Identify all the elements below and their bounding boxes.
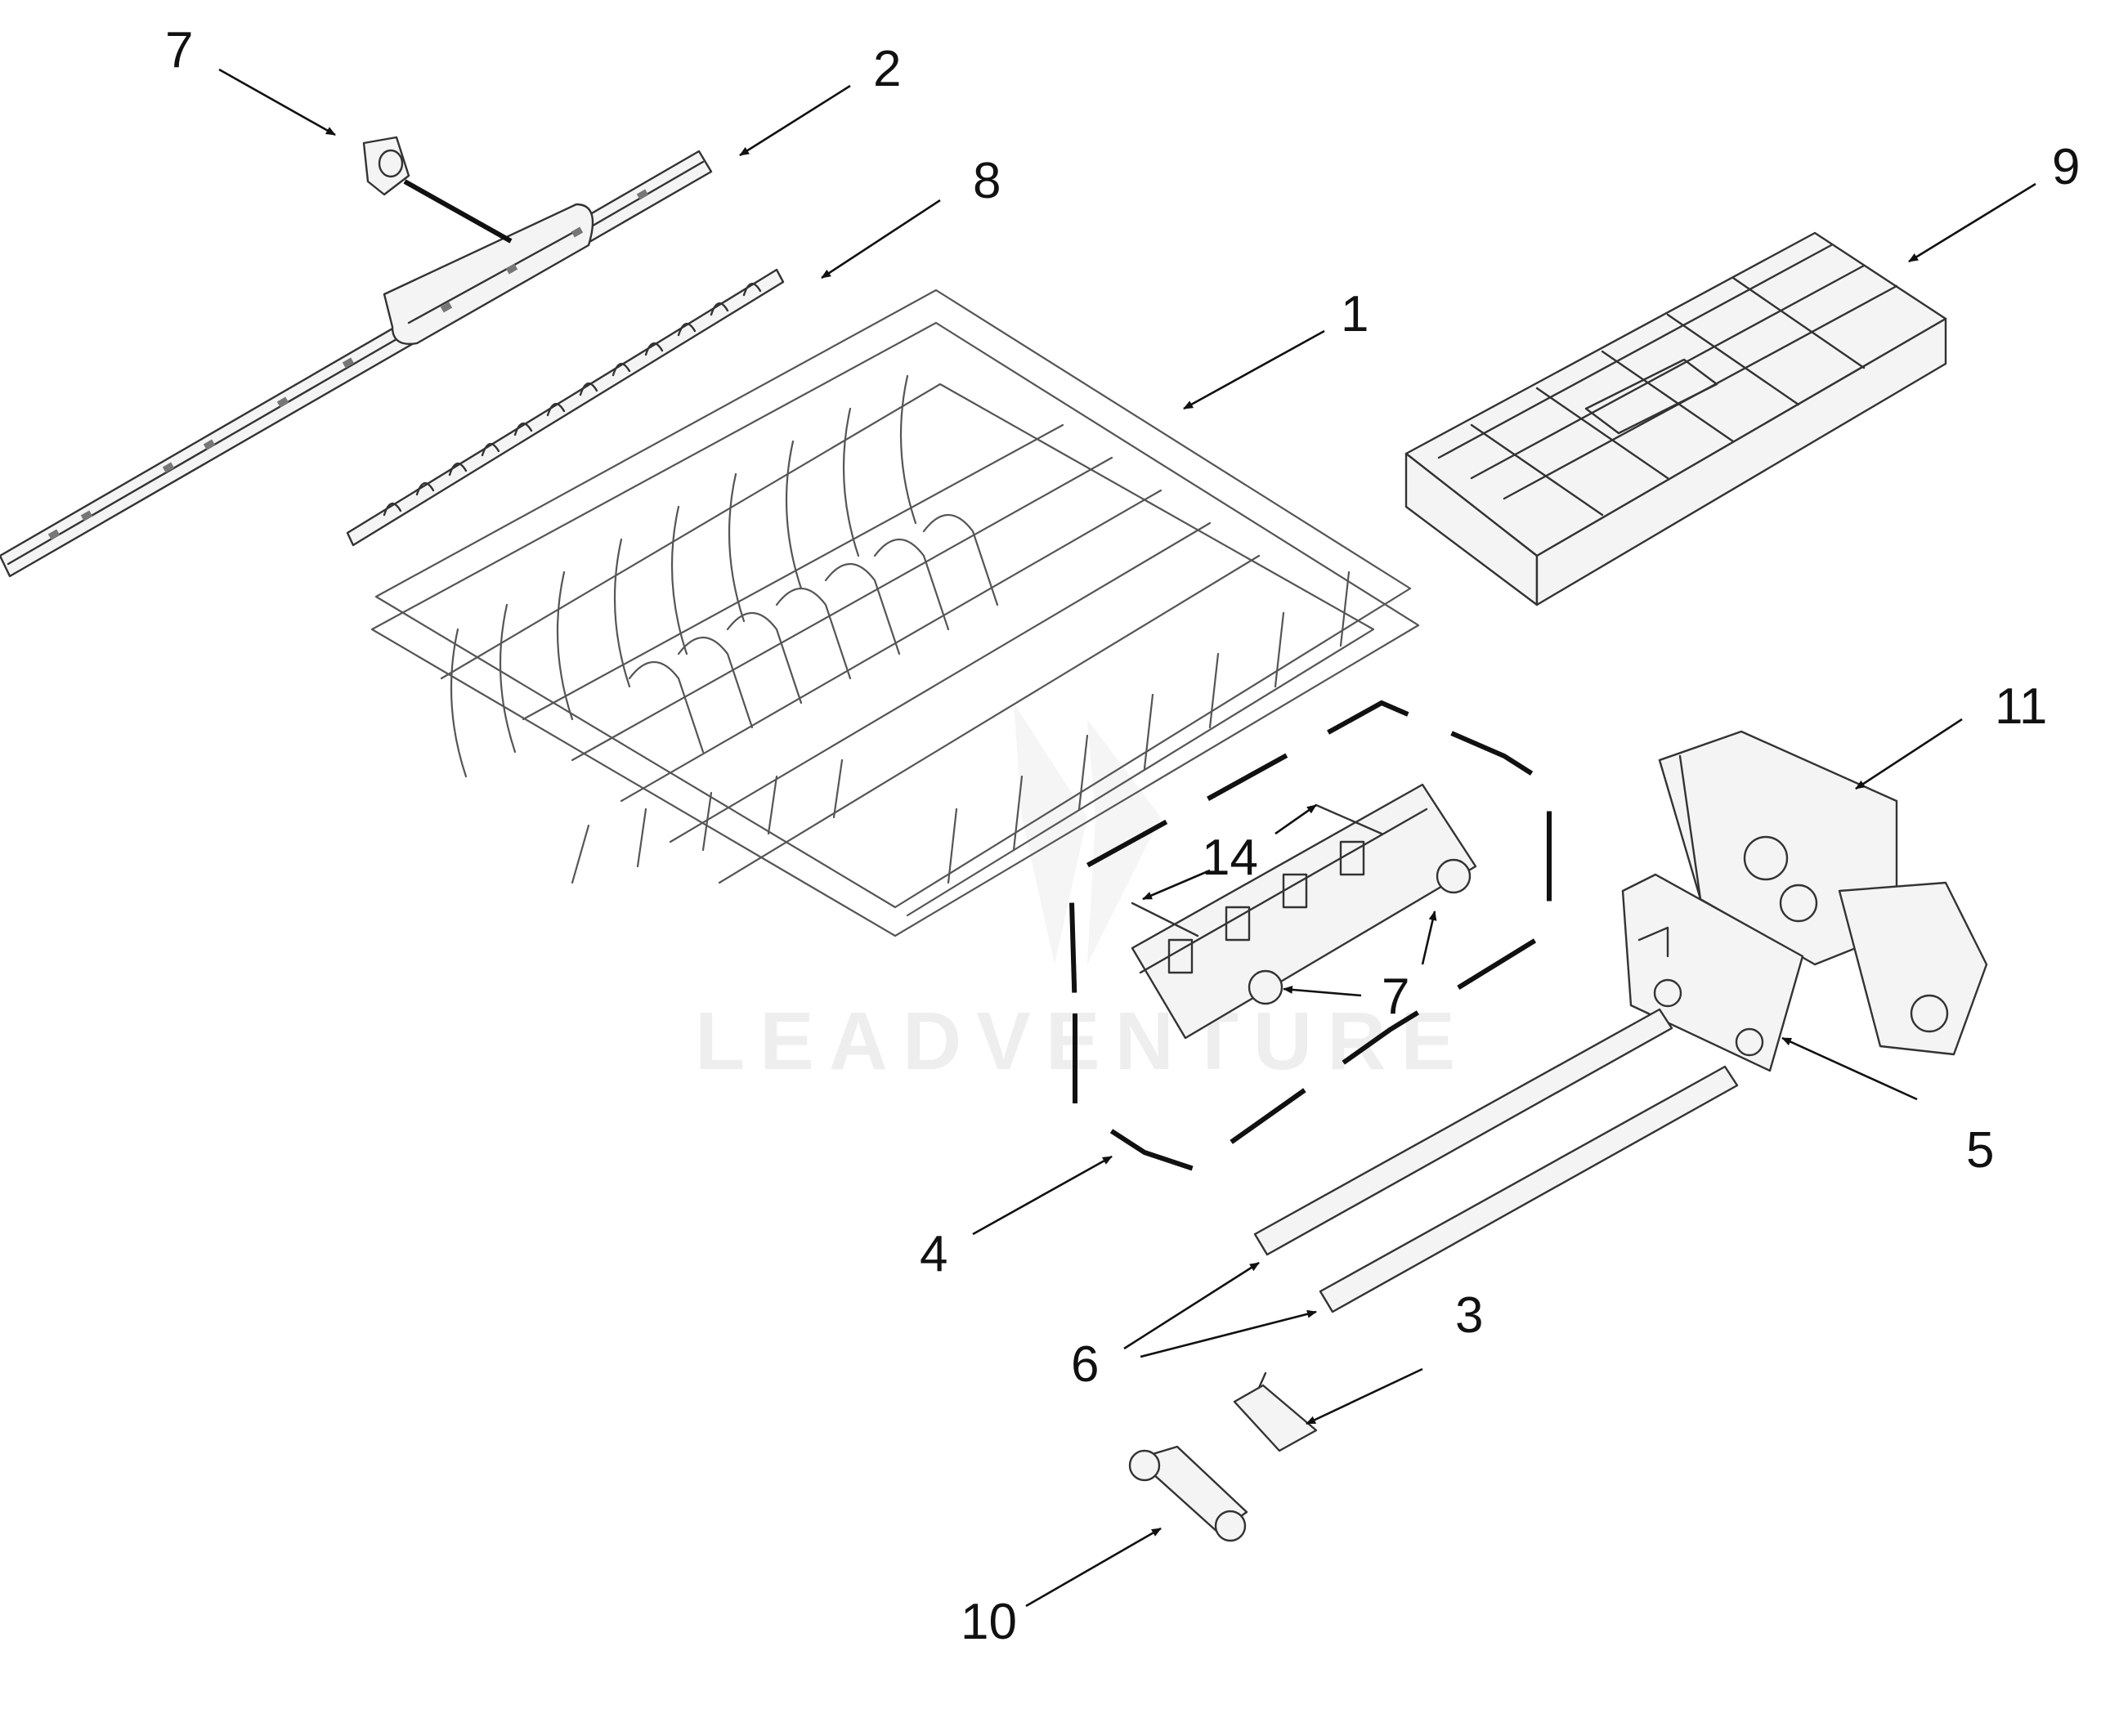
adjuster-bracket-part (1131, 783, 1477, 1040)
callout-7-assembly: 7 (1382, 969, 1409, 1025)
adjuster-assembly-boundary (1068, 700, 1552, 1172)
watermark-text: LEADVENTURE (695, 996, 1470, 1087)
callout-10: 10 (961, 1594, 1017, 1650)
adjuster-housing-part (1658, 730, 1988, 1056)
callout-9: 9 (2052, 139, 2080, 195)
rod-clip-part (1233, 1371, 1318, 1452)
watermark-logo-icon (1014, 703, 1161, 964)
callout-14: 14 (1202, 830, 1258, 886)
roller-wheel-icon (1248, 969, 1283, 1005)
callout-5: 5 (1966, 1122, 1994, 1179)
cutlery-tray-part (1404, 231, 1947, 606)
callout-8: 8 (973, 153, 1001, 209)
slide-rail-part (0, 150, 713, 578)
callout-3: 3 (1455, 1287, 1483, 1344)
roller-wheel-icon (1436, 858, 1472, 894)
upper-rack-basket-part (370, 289, 1420, 937)
adjuster-rods-part (1253, 1008, 1739, 1313)
callout-2: 2 (873, 41, 901, 97)
callout-labels: 7 2 8 9 1 11 14 7 5 4 6 3 10 (165, 22, 2080, 1650)
slide-clip-part (362, 136, 513, 244)
callout-7-top: 7 (165, 22, 193, 78)
callout-11: 11 (1995, 678, 2047, 735)
callout-4: 4 (920, 1226, 947, 1282)
leader-lines (218, 68, 2036, 1608)
tine-strip-part (346, 268, 785, 547)
callout-6: 6 (1071, 1336, 1099, 1393)
callout-1: 1 (1341, 286, 1369, 342)
lever-part (1128, 1445, 1248, 1542)
